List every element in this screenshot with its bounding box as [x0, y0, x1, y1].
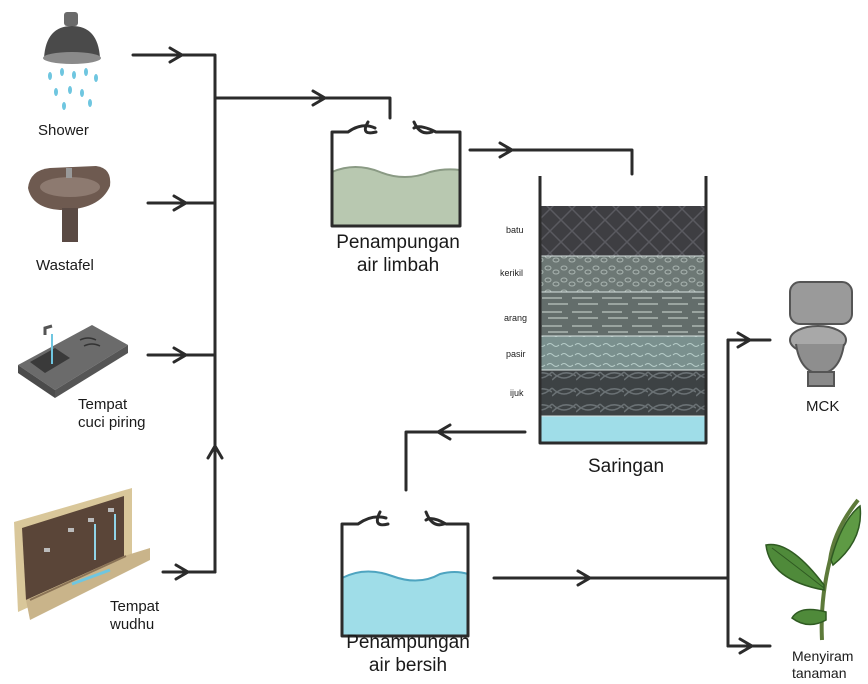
- wudhu-icon: [14, 488, 150, 620]
- label-layer-ijuk: ijuk: [510, 388, 524, 398]
- label-plants-line1: Menyiram: [792, 648, 854, 664]
- label-layer-pasir: pasir: [506, 349, 526, 359]
- clean-tank: [340, 510, 470, 638]
- arrow-to-plants: [738, 637, 754, 655]
- label-mck: MCK: [806, 398, 840, 415]
- label-shower: Shower: [38, 122, 89, 139]
- arrow-upward: [206, 444, 224, 460]
- arrow-shower: [168, 46, 184, 64]
- label-filter: Saringan: [587, 456, 665, 477]
- waste-tank: [330, 120, 462, 228]
- arrow-wastafel: [172, 194, 188, 212]
- label-wastafel: Wastafel: [36, 257, 94, 274]
- label-waste-tank: Penampungan air limbah: [318, 232, 478, 278]
- layer-arang-fill: [540, 292, 706, 336]
- label-wudhu: Tempat wudhu: [110, 598, 159, 634]
- toilet-icon: [789, 281, 853, 387]
- arrow-wudhu: [174, 563, 190, 581]
- label-waste-line2: air limbah: [356, 254, 440, 276]
- label-clean-line2: air bersih: [368, 654, 448, 676]
- label-cuci-line1: Tempat: [78, 396, 128, 413]
- label-plants-line2: tanaman: [792, 664, 847, 681]
- label-plants: Menyiram tanaman: [792, 648, 853, 682]
- tank-to-filter-pipe: [468, 148, 634, 176]
- layer-kerikil-fill: [540, 256, 706, 292]
- shower-icon: [43, 12, 101, 110]
- main-to-tank-pipe: [213, 96, 392, 120]
- plant-icon: [765, 498, 862, 641]
- arrow-cuci: [172, 346, 188, 364]
- label-waste-line1: Penampungan: [336, 232, 460, 253]
- layer-ijuk-fill: [540, 370, 706, 416]
- label-layer-kerikil: kerikil: [500, 268, 524, 278]
- filter-to-clean-pipe: [404, 430, 527, 492]
- sink-icon: [28, 166, 111, 242]
- label-wudhu-line2: wudhu: [110, 616, 155, 633]
- arrow-to-mck: [736, 331, 752, 349]
- source-pipes: [131, 46, 392, 581]
- arrow-output: [576, 569, 592, 587]
- label-clean-tank: Penampungan air bersih: [328, 632, 488, 678]
- label-cuci-line2: cuci piring: [78, 414, 146, 431]
- layer-batu-fill: [540, 206, 706, 256]
- label-layer-batu: batu: [506, 225, 524, 235]
- label-cuci-piring: Tempat cuci piring: [78, 396, 146, 432]
- shower-pipe: [131, 53, 217, 574]
- arrow-to-clean: [436, 423, 452, 441]
- arrow-to-tank: [311, 89, 327, 107]
- filter: [538, 176, 708, 445]
- layer-pasir-fill: [540, 336, 706, 370]
- label-clean-line1: Penampungan: [346, 632, 470, 653]
- filtered-water: [540, 416, 706, 442]
- dish-sink-icon: [18, 324, 128, 398]
- label-layer-arang: arang: [504, 313, 528, 323]
- label-wudhu-line1: Tempat: [110, 598, 160, 615]
- arrow-to-filter: [498, 141, 514, 159]
